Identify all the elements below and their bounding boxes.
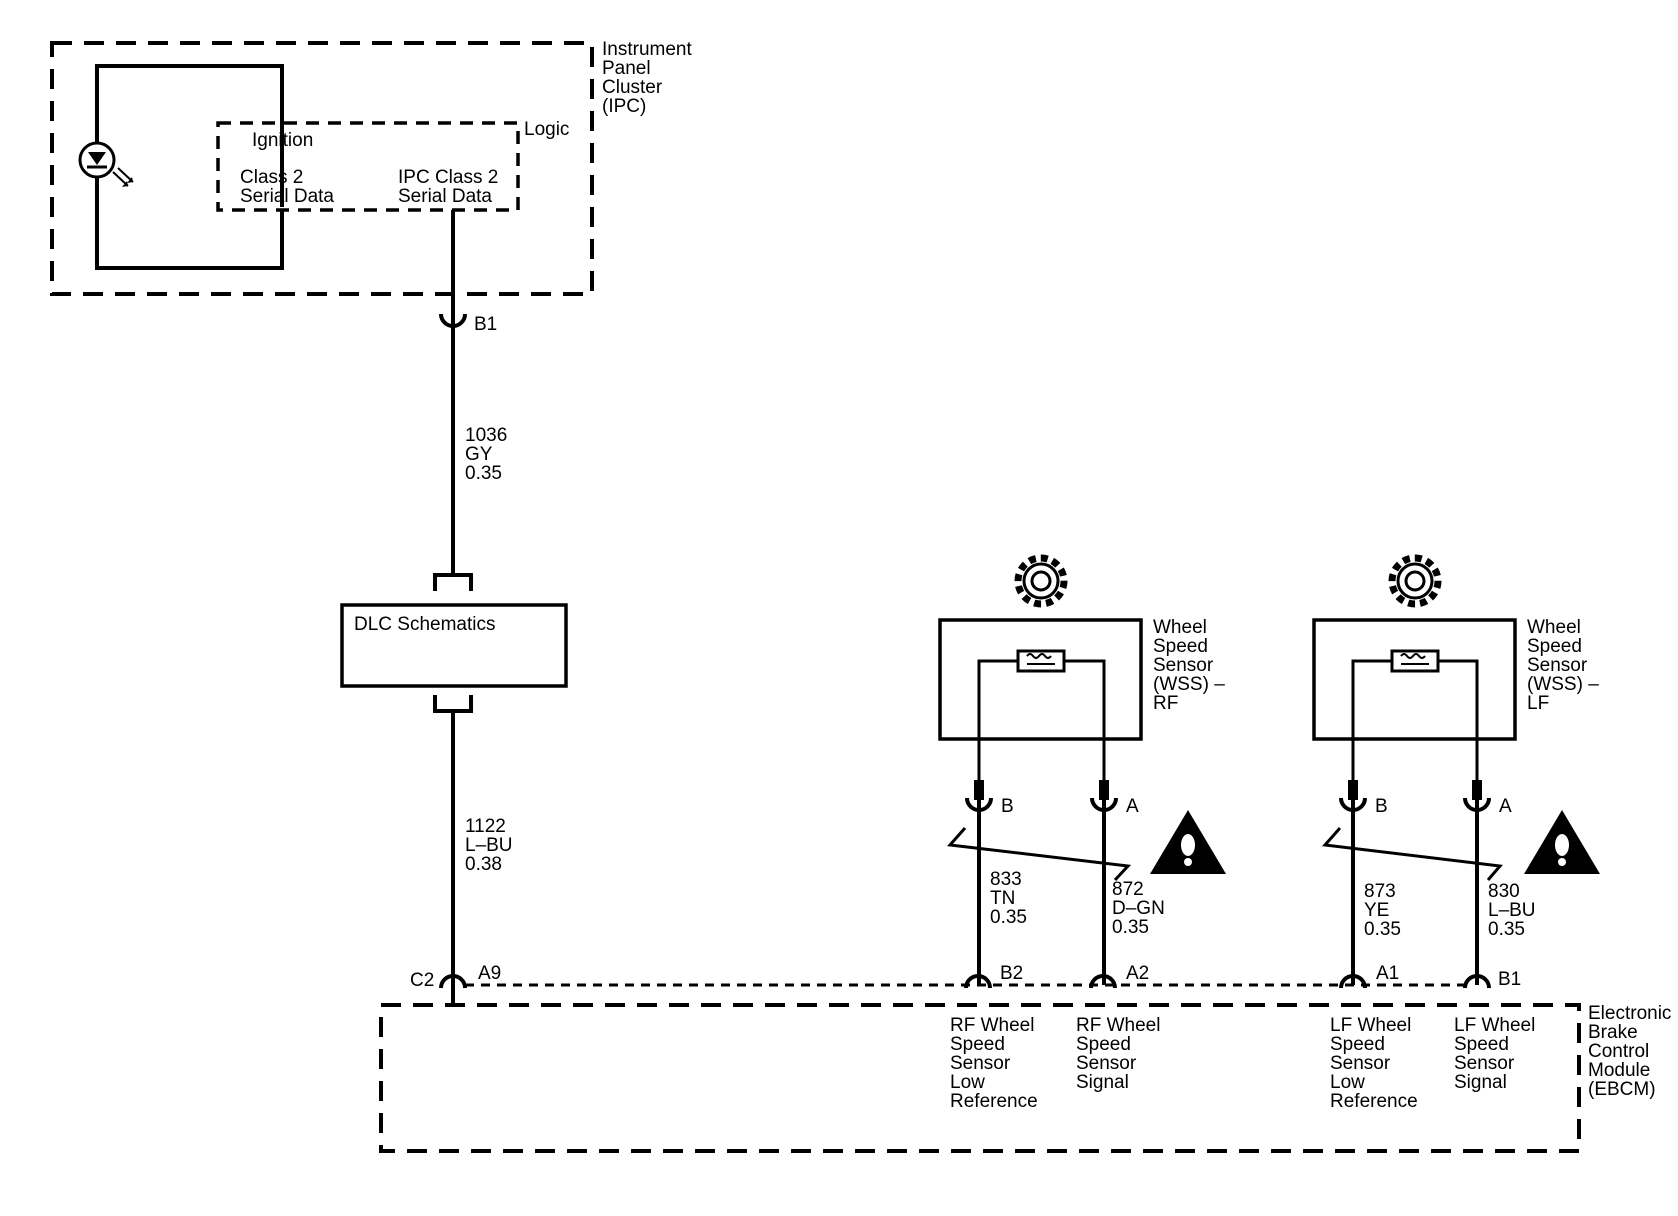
ipc-pin-b1: B1 (474, 314, 497, 335)
dlc-top-connector (433, 573, 473, 591)
svg-text:B2: B2 (1000, 963, 1023, 984)
wss-lf-pin-b: B (1375, 796, 1388, 817)
twisted-pair-icon (946, 827, 1132, 882)
logic-label: Logic (524, 119, 569, 140)
ipc-box (50, 41, 594, 296)
gear-icon (1388, 554, 1442, 608)
twisted-pair-icon (1321, 827, 1503, 881)
ebcm-pin-a9: A9 (439, 963, 501, 989)
ebcm-connector-c2: C2 (410, 970, 434, 991)
wss-rf-pin-a: A (1126, 796, 1139, 817)
caution-icon (1150, 810, 1226, 874)
dlc-bottom-connector (433, 695, 473, 713)
gear-icon (1014, 554, 1068, 608)
caution-icon (1524, 810, 1600, 874)
sensor-coil-icon (1016, 649, 1066, 673)
wss-rf-box (938, 618, 1143, 741)
ipc-connector-b1 (439, 313, 467, 328)
logic-box (216, 121, 520, 212)
dlc-box (340, 603, 568, 688)
ignition-label: Ignition (252, 130, 313, 151)
sensor-coil-icon (1390, 649, 1440, 673)
svg-text:A1: A1 (1376, 963, 1399, 984)
dlc-label: DLC Schematics (354, 614, 496, 635)
wss-lf-box (1312, 618, 1517, 741)
lamp-icon (78, 141, 134, 187)
svg-text:A2: A2 (1126, 963, 1149, 984)
ebcm-pin-b1: B1 (1463, 969, 1521, 990)
wss-rf-pin-b: B (1001, 796, 1014, 817)
svg-text:B1: B1 (1498, 969, 1521, 990)
wss-lf-pin-a: A (1499, 796, 1512, 817)
svg-text:A9: A9 (478, 963, 501, 984)
